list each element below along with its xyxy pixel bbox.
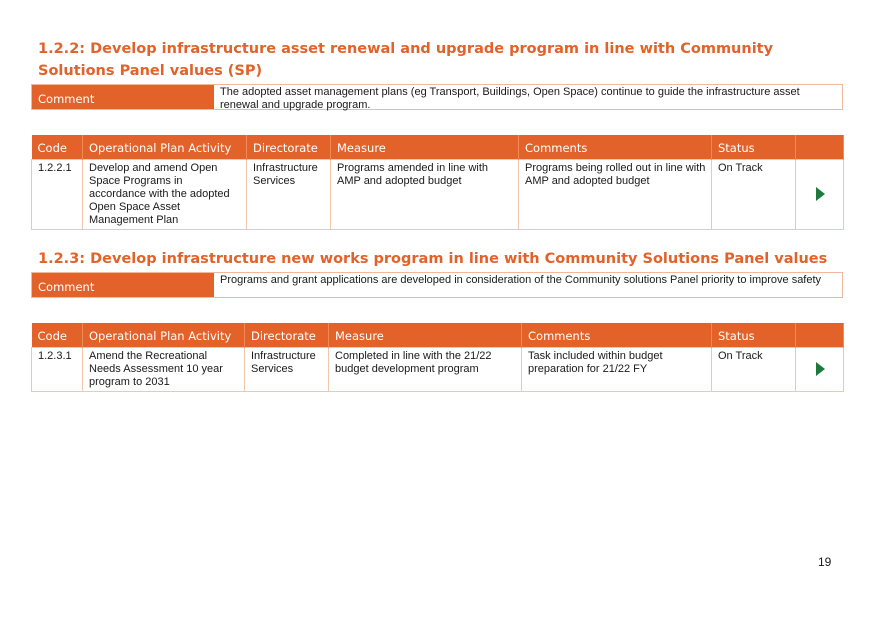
comment-label: Comment — [32, 85, 214, 109]
cell-status: On Track — [711, 346, 796, 392]
header-code: Code — [31, 323, 83, 347]
header-comments: Comments — [521, 323, 712, 347]
cell-comments: Task included within budget preparation … — [521, 346, 712, 392]
cell-directorate: Infrastructure Services — [246, 158, 331, 230]
header-measure: Measure — [330, 135, 519, 159]
table-header-row: Code Operational Plan Activity Directora… — [31, 135, 844, 159]
header-action — [795, 135, 844, 159]
header-directorate: Directorate — [244, 323, 329, 347]
header-code: Code — [31, 135, 83, 159]
play-icon[interactable] — [815, 187, 825, 201]
comment-text: The adopted asset management plans (eg T… — [220, 86, 800, 111]
header-comments: Comments — [518, 135, 712, 159]
comment-label: Comment — [32, 273, 214, 297]
header-directorate: Directorate — [246, 135, 331, 159]
play-icon[interactable] — [815, 362, 825, 376]
cell-directorate: Infrastructure Services — [244, 346, 329, 392]
cell-code: 1.2.3.1 — [31, 346, 83, 392]
comment-text: Programs and grant applications are deve… — [220, 274, 822, 286]
cell-action — [795, 158, 844, 230]
cell-measure: Completed in line with the 21/22 budget … — [328, 346, 522, 392]
header-measure: Measure — [328, 323, 522, 347]
table-row: 1.2.2.1 Develop and amend Open Space Pro… — [31, 158, 844, 230]
activity-table: Code Operational Plan Activity Directora… — [31, 323, 844, 392]
header-activity: Operational Plan Activity — [82, 135, 247, 159]
header-status: Status — [711, 135, 796, 159]
header-status: Status — [711, 323, 796, 347]
header-action — [795, 323, 844, 347]
activity-table: Code Operational Plan Activity Directora… — [31, 135, 844, 230]
cell-code: 1.2.2.1 — [31, 158, 83, 230]
page-number: 19 — [818, 555, 832, 569]
cell-activity: Amend the Recreational Needs Assessment … — [82, 346, 245, 392]
cell-activity: Develop and amend Open Space Programs in… — [82, 158, 247, 230]
cell-status: On Track — [711, 158, 796, 230]
table-row: 1.2.3.1 Amend the Recreational Needs Ass… — [31, 346, 844, 392]
comment-box: Comment The adopted asset management pla… — [31, 84, 843, 111]
section-title: 1.2.2: Develop infrastructure asset rene… — [38, 41, 774, 79]
table-header-row: Code Operational Plan Activity Directora… — [31, 323, 844, 347]
header-activity: Operational Plan Activity — [82, 323, 245, 347]
cell-action — [795, 346, 844, 392]
comment-box: Comment Programs and grant applications … — [31, 272, 843, 298]
cell-measure: Programs amended in line with AMP and ad… — [330, 158, 519, 230]
cell-comments: Programs being rolled out in line with A… — [518, 158, 712, 230]
